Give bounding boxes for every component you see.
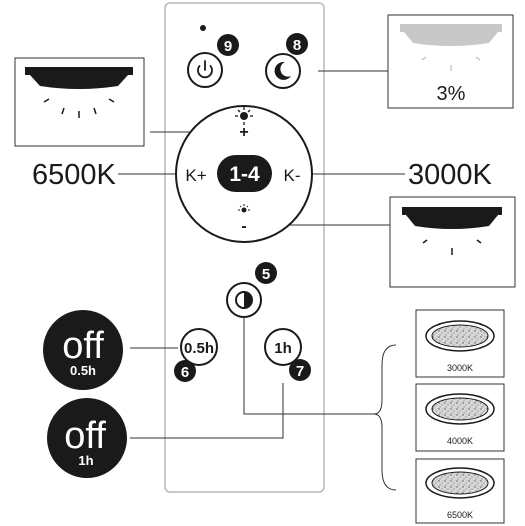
mode-box-4000k: 4000K — [415, 383, 505, 452]
off-half-hour-word: off — [62, 325, 104, 367]
color-temp-down-label[interactable]: K- — [284, 166, 301, 185]
center-key-label: 1-4 — [229, 163, 260, 186]
color-mode-button[interactable]: 5 — [226, 262, 277, 318]
brightness-minus[interactable]: - — [241, 218, 246, 235]
kelvin-right-label: 3000K — [408, 159, 493, 191]
sun-bright-icon — [235, 107, 253, 125]
mode-label-6500k: 6500K — [447, 510, 473, 520]
timer-half-hour-button[interactable]: 0.5h 6 — [174, 328, 218, 382]
badge-6 — [174, 360, 196, 382]
off-half-hour-time: 0.5h — [70, 363, 96, 378]
ceiling-lamp-icon — [25, 67, 133, 89]
dim-lamp-callout — [389, 196, 516, 288]
badge-5 — [255, 262, 277, 284]
brightness-plus[interactable]: + — [239, 124, 248, 141]
off-one-hour-badge: off 1h — [47, 398, 127, 478]
sun-dim-icon — [238, 204, 250, 213]
color-temp-up-label[interactable]: K+ — [185, 166, 206, 185]
lamp-disc-icon — [431, 324, 489, 348]
badge-5-label: 5 — [262, 266, 270, 283]
center-key[interactable] — [217, 155, 272, 192]
mode-label-4000k: 4000K — [447, 436, 473, 446]
mode-box-6500k: 6500K — [415, 458, 505, 524]
mode-brace — [373, 344, 397, 491]
timer-one-hour-button[interactable]: 1h 7 — [264, 328, 311, 381]
indicator-dot — [200, 25, 206, 31]
badge-9-label: 9 — [224, 38, 232, 55]
night-percent-label: 3% — [437, 83, 466, 105]
off-half-hour-badge: off 0.5h — [43, 310, 123, 390]
badge-7 — [289, 359, 311, 381]
timer-half-hour-label: 0.5h — [184, 340, 214, 357]
badge-9 — [217, 34, 239, 56]
night-light-button[interactable]: 8 — [265, 33, 308, 89]
badge-8 — [286, 33, 308, 55]
off-one-hour-word: off — [64, 415, 106, 457]
light-rays-icon — [43, 98, 115, 118]
lamp-disc-icon-3 — [431, 471, 489, 495]
night-lamp-callout: 3% — [387, 14, 514, 109]
bright-lamp-callout — [14, 57, 145, 147]
contrast-icon — [235, 291, 253, 309]
moon-icon — [274, 61, 291, 80]
lamp-disc-icon-2 — [431, 397, 489, 421]
power-icon — [197, 60, 213, 79]
timer-one-hour-label: 1h — [274, 340, 292, 357]
mode-box-3000k: 3000K — [415, 309, 505, 378]
badge-8-label: 8 — [293, 37, 301, 54]
off-one-hour-time: 1h — [78, 453, 93, 468]
badge-7-label: 7 — [296, 363, 304, 380]
brightness-color-dial[interactable]: + K+ K- 1-4 - — [175, 105, 313, 243]
badge-6-label: 6 — [181, 364, 189, 381]
mode-label-3000k: 3000K — [447, 363, 473, 373]
ceiling-lamp-icon-2 — [402, 207, 502, 229]
kelvin-left-label: 6500K — [32, 159, 117, 191]
power-button[interactable]: 9 — [187, 25, 239, 88]
dim-ceiling-lamp-icon — [400, 24, 502, 46]
